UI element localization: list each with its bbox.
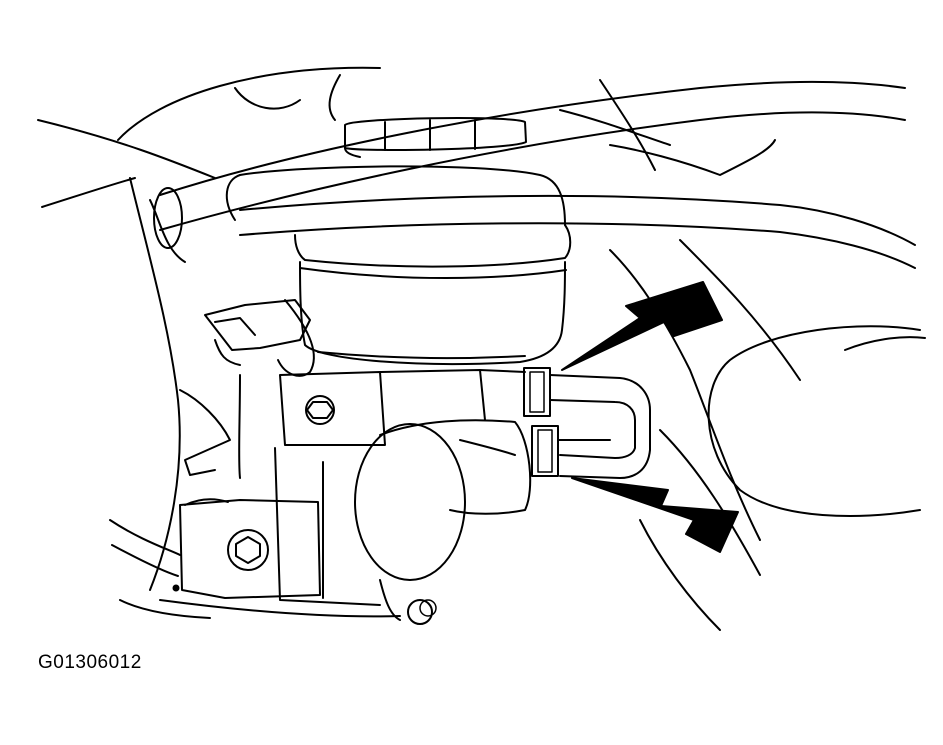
arrow-lower-icon (571, 477, 739, 553)
figure-id-label: G01306012 (38, 652, 142, 673)
master-cylinder-block (179, 369, 526, 606)
lower-bracket (109, 498, 321, 599)
background-contours (37, 66, 926, 631)
reservoir-cap (344, 117, 527, 158)
pressure-valve-housing (354, 419, 532, 625)
brake-line-fittings (523, 367, 651, 479)
hose-clip (204, 299, 315, 377)
fluid-reservoir (225, 165, 572, 365)
arrow-upper-icon (561, 281, 723, 371)
upper-hoses (149, 81, 916, 269)
brake-master-cylinder-illustration (37, 66, 926, 631)
